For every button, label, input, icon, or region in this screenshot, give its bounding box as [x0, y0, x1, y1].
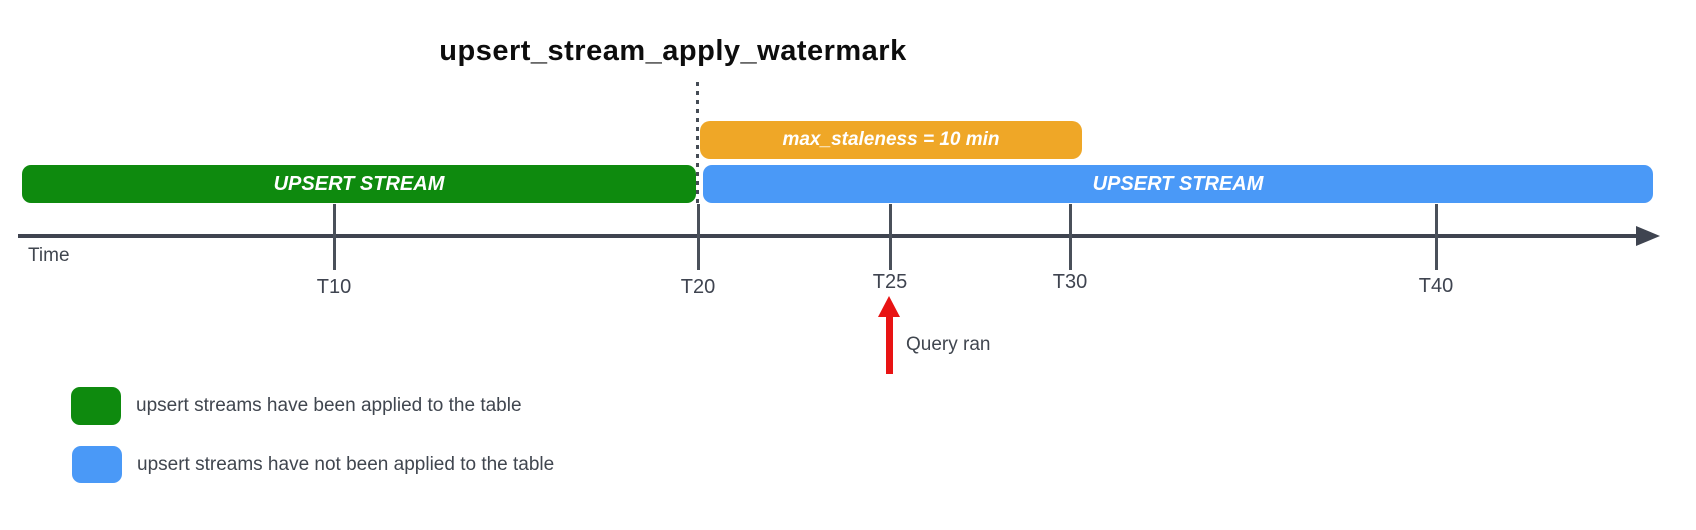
tick-label-t30: T30: [1052, 271, 1088, 293]
legend-label-applied: upsert streams have been applied to the …: [136, 395, 522, 416]
tick-mark-t40: [1435, 204, 1438, 270]
legend-item-applied: upsert streams have been applied to the …: [71, 387, 522, 425]
max-staleness-label: max_staleness = 10 min: [782, 129, 1000, 150]
tick-mark-t25: [889, 204, 892, 270]
tick-mark-t30: [1069, 204, 1072, 270]
applied-upsert-stream-label: UPSERT STREAM: [273, 172, 445, 195]
tick-label-t20: T20: [680, 276, 716, 298]
legend-item-pending: upsert streams have not been applied to …: [72, 446, 554, 483]
tick-mark-t10: [333, 204, 336, 270]
query-ran-label: Query ran: [906, 334, 991, 355]
diagram-title: upsert_stream_apply_watermark: [439, 35, 907, 67]
time-axis-label: Time: [28, 245, 70, 266]
legend-swatch-pending: [72, 446, 122, 483]
time-axis-line: [18, 234, 1642, 238]
tick-label-t10: T10: [316, 276, 352, 298]
time-axis-arrow-icon: [1636, 226, 1660, 246]
pending-upsert-stream-bar: UPSERT STREAM: [703, 165, 1653, 203]
legend-label-pending: upsert streams have not been applied to …: [137, 453, 555, 475]
legend-swatch-applied: [71, 387, 121, 425]
max-staleness-bar: max_staleness = 10 min: [700, 121, 1082, 159]
query-ran-arrow-shaft: [886, 314, 893, 374]
applied-upsert-stream-bar: UPSERT STREAM: [22, 165, 696, 203]
pending-upsert-stream-label: UPSERT STREAM: [1092, 172, 1264, 195]
watermark-dashed-line: [696, 82, 699, 204]
tick-label-t25: T25: [872, 271, 908, 293]
tick-label-t40: T40: [1418, 275, 1454, 297]
tick-mark-t20: [697, 204, 700, 270]
query-ran-arrow-icon: [878, 296, 900, 317]
